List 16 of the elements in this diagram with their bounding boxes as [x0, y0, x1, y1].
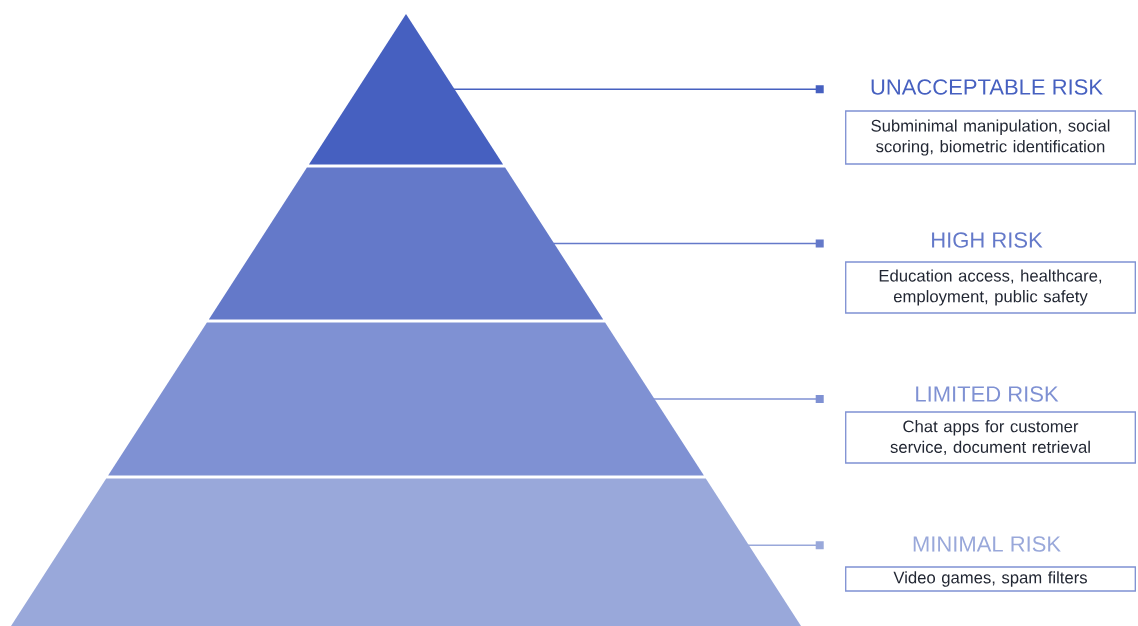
description-box: Education access, healthcare, employment, public safety [845, 261, 1136, 314]
leader-line [451, 85, 824, 94]
pyramid-tier [308, 14, 504, 165]
risk-heading: HIGH RISK [932, 232, 1043, 248]
risk-heading: MINIMAL RISK [913, 536, 1061, 552]
risk-heading: UNACCEPTABLE RISK [871, 79, 1103, 95]
leader-line [746, 541, 824, 550]
leader-line [551, 239, 824, 248]
pyramid-tier [11, 478, 801, 626]
description-box: Subminimal manipulation, social scoring, biometric identification [845, 110, 1136, 165]
pyramid-tier [208, 167, 604, 320]
description-box: Chat apps for customer service, document retrieval [845, 411, 1136, 464]
pyramid-tier [108, 322, 704, 476]
leader-line [651, 395, 824, 403]
description-box: Video games, spam filters [845, 566, 1136, 592]
risk-heading: LIMITED RISK [916, 386, 1059, 402]
